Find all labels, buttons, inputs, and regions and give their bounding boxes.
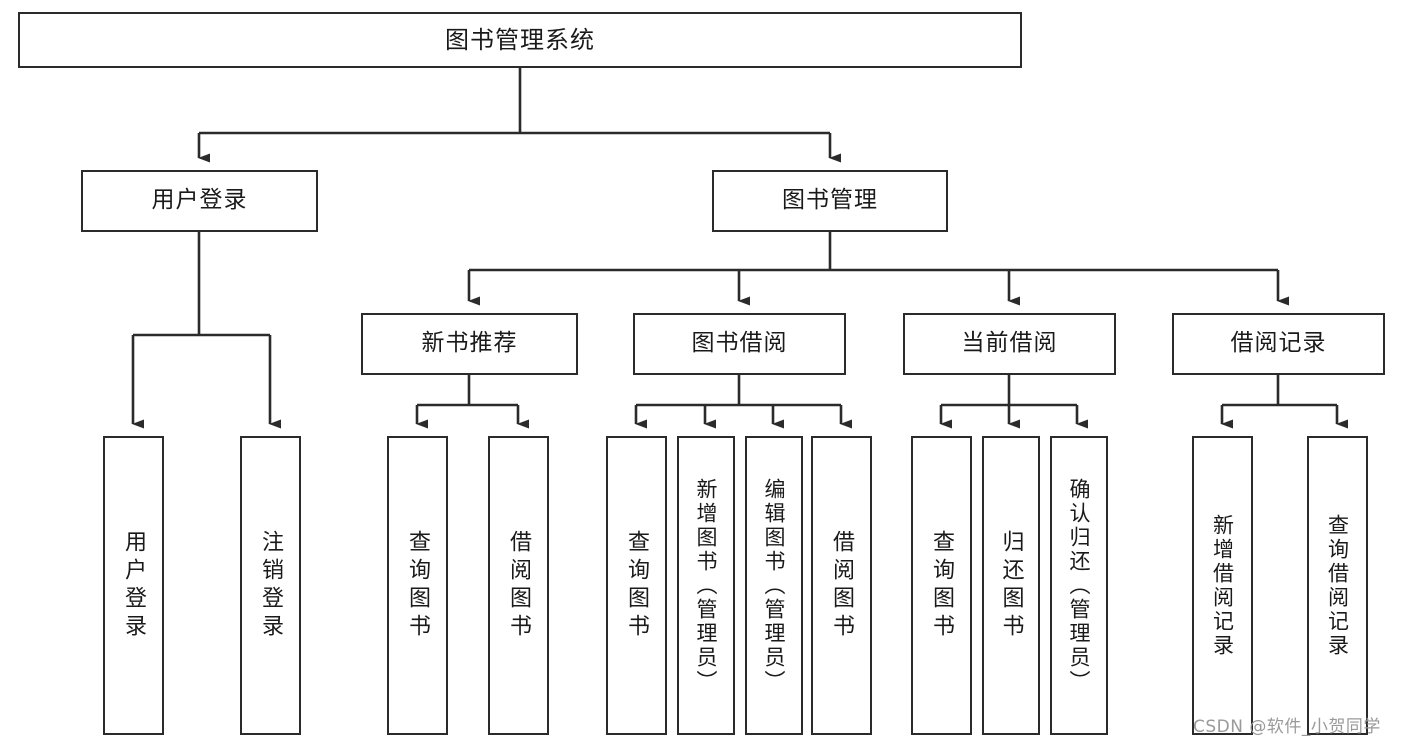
node-current-borrow[interactable]: 当前借阅 — [903, 313, 1116, 375]
node-label: 借阅图书 — [506, 529, 532, 642]
leaf-borrow-record-query-record[interactable]: 查询借阅记录 — [1307, 436, 1368, 735]
node-label: 查询图书 — [929, 529, 955, 642]
node-label: 查询图书 — [624, 529, 650, 642]
node-label: 图书管理系统 — [445, 25, 595, 54]
leaf-new-book-borrow-books[interactable]: 借阅图书 — [488, 436, 549, 735]
node-label: 当前借阅 — [961, 330, 1058, 357]
node-label: 归还图书 — [998, 529, 1024, 642]
watermark-text: CSDN @软件_小贺同学 — [1193, 717, 1381, 737]
leaf-new-book-query-books[interactable]: 查询图书 — [387, 436, 448, 735]
node-new-book-recommend[interactable]: 新书推荐 — [361, 313, 578, 375]
node-label: 新书推荐 — [421, 330, 518, 357]
node-label: 确认归还（管理员） — [1067, 477, 1092, 694]
node-label: 新增借阅记录 — [1210, 513, 1235, 658]
node-label: 借阅记录 — [1230, 330, 1327, 357]
node-book-management[interactable]: 图书管理 — [712, 170, 948, 232]
leaf-user-login-login[interactable]: 用户登录 — [103, 436, 164, 735]
node-book-borrow[interactable]: 图书借阅 — [633, 313, 846, 375]
leaf-book-borrow-borrow-books[interactable]: 借阅图书 — [811, 436, 872, 735]
leaf-current-borrow-confirm-return-admin[interactable]: 确认归还（管理员） — [1050, 436, 1108, 735]
leaf-book-borrow-query-books[interactable]: 查询图书 — [606, 436, 667, 735]
node-label: 图书借阅 — [691, 330, 788, 357]
node-borrow-record[interactable]: 借阅记录 — [1172, 313, 1385, 375]
node-label: 图书管理 — [782, 187, 878, 214]
node-label: 查询图书 — [405, 529, 431, 642]
node-label: 用户登录 — [151, 187, 248, 214]
node-label: 新增图书（管理员） — [694, 477, 719, 694]
node-label: 编辑图书（管理员） — [762, 477, 787, 694]
leaf-user-login-logout[interactable]: 注销登录 — [240, 436, 301, 735]
node-label: 查询借阅记录 — [1325, 513, 1350, 658]
leaf-borrow-record-add-record[interactable]: 新增借阅记录 — [1192, 436, 1253, 735]
node-label: 借阅图书 — [829, 529, 855, 642]
node-label: 注销登录 — [258, 529, 284, 642]
leaf-current-borrow-query-books[interactable]: 查询图书 — [911, 436, 972, 735]
node-label: 用户登录 — [121, 529, 147, 642]
node-root-book-management-system[interactable]: 图书管理系统 — [18, 12, 1022, 68]
leaf-book-borrow-add-book-admin[interactable]: 新增图书（管理员） — [677, 436, 735, 735]
node-user-login[interactable]: 用户登录 — [81, 170, 318, 232]
leaf-book-borrow-edit-book-admin[interactable]: 编辑图书（管理员） — [745, 436, 803, 735]
leaf-current-borrow-return-books[interactable]: 归还图书 — [982, 436, 1040, 735]
